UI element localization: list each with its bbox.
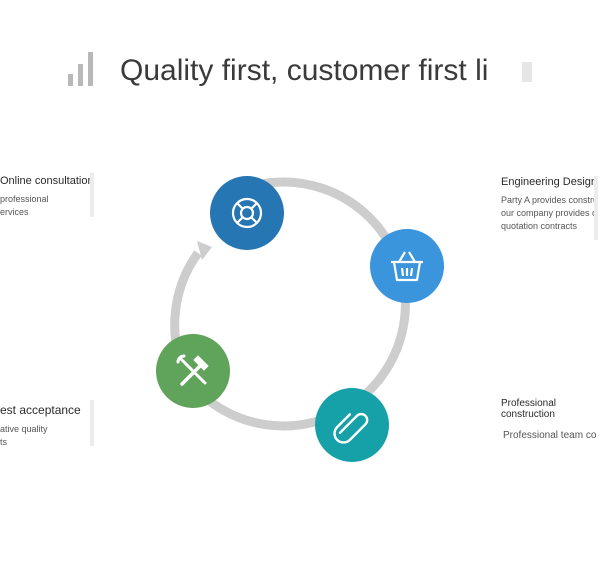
step-line: Professional team co — [503, 430, 597, 441]
step-heading: Online consultation — [0, 175, 94, 187]
step-line: ervices — [0, 207, 29, 217]
step-heading: Engineering Design — [501, 176, 598, 188]
step-line: our company provides c — [501, 208, 597, 218]
step-description: Professional team co — [501, 429, 600, 442]
step-line: ts — [0, 437, 8, 447]
node-online-consultation — [210, 176, 284, 250]
step-description: professional ervices — [0, 193, 96, 219]
faded-edge — [90, 173, 94, 217]
step-line: quotation contracts — [501, 221, 578, 231]
page-title: Quality first, customer first li — [120, 54, 489, 87]
step-test-acceptance: est acceptance ative quality ts — [0, 403, 96, 449]
step-online-consultation: Online consultation professional ervices — [0, 175, 96, 219]
node-professional-construction — [315, 388, 389, 462]
step-professional-construction: Professional construction Professional t… — [501, 398, 600, 442]
step-line: professional — [0, 194, 49, 204]
basket-icon — [391, 251, 423, 282]
step-description: Party A provides constru our company pro… — [501, 194, 600, 233]
lifebuoy-icon — [231, 197, 263, 229]
step-line: ative quality — [0, 424, 48, 434]
cycle-ring — [183, 177, 410, 431]
paperclip-icon — [333, 412, 369, 444]
step-heading: est acceptance — [0, 403, 81, 417]
bar-chart-icon — [68, 52, 100, 86]
node-engineering-design — [370, 229, 444, 303]
process-cycle-diagram — [156, 176, 444, 462]
step-heading: Professional construction — [501, 398, 557, 420]
faded-edge — [90, 400, 94, 446]
step-line: Party A provides constru — [501, 195, 599, 205]
step-engineering-design: Engineering Design Party A provides cons… — [501, 176, 600, 233]
title-fade — [522, 62, 532, 82]
faded-edge — [594, 176, 598, 240]
node-test-acceptance — [156, 334, 230, 408]
title-area: Quality first, customer first li — [68, 48, 600, 98]
tools-icon — [176, 354, 209, 386]
step-description: ative quality ts — [0, 423, 96, 449]
cycle-arrow-icon — [197, 241, 212, 260]
